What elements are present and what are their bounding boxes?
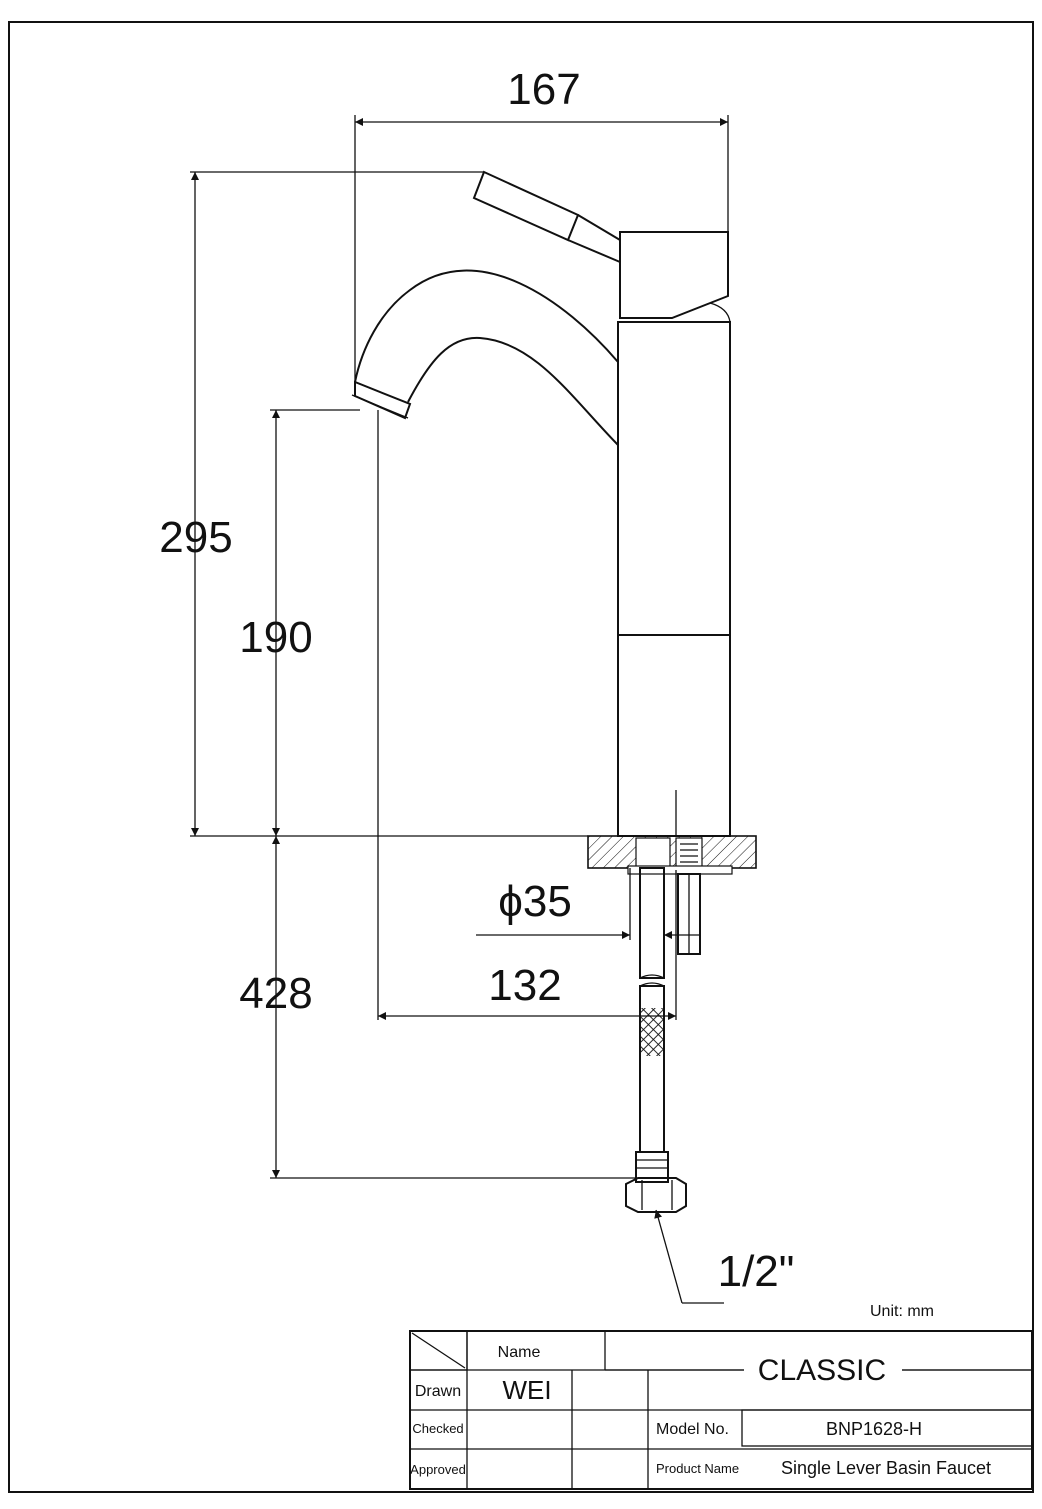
series-bg: [744, 1352, 902, 1386]
unit-label: Unit: mm: [870, 1303, 934, 1320]
faucet-column: [617, 321, 731, 837]
faucet-outline: [351, 170, 731, 837]
approved-label: Approved: [410, 1462, 466, 1477]
drawing-border: [8, 21, 1034, 1493]
product-label: Product Name: [656, 1461, 739, 1476]
dimension-hose-length: 428: [239, 969, 312, 1018]
drawn-value: WEI: [502, 1375, 551, 1405]
title-block: [409, 1330, 1033, 1490]
dimension-shank-diameter: ϕ35: [498, 877, 572, 926]
supply-hose: [625, 867, 701, 1213]
name-label: Name: [498, 1344, 541, 1361]
hose-nut: [625, 1177, 687, 1213]
model-value: BNP1628-H: [826, 1419, 922, 1439]
product-value: Single Lever Basin Faucet: [781, 1458, 991, 1478]
spout-inner: [407, 336, 619, 446]
aerator: [354, 380, 412, 420]
dimension-lines: [190, 115, 729, 1304]
drawn-label: Drawn: [415, 1383, 461, 1400]
dimension-height-total: 295: [159, 513, 232, 562]
series-title: CLASSIC: [758, 1354, 886, 1387]
handle-body: [619, 231, 729, 319]
spout-outer: [354, 269, 619, 383]
dimension-width-total: 167: [507, 65, 580, 114]
model-label: Model No.: [656, 1421, 729, 1438]
deck-section: [587, 790, 757, 875]
dimension-spout-height: 190: [239, 613, 312, 662]
lever-grip: [472, 170, 580, 242]
dimension-spout-reach: 132: [488, 961, 561, 1010]
dimension-connection: 1/2": [718, 1247, 795, 1296]
checked-label: Checked: [412, 1421, 463, 1436]
